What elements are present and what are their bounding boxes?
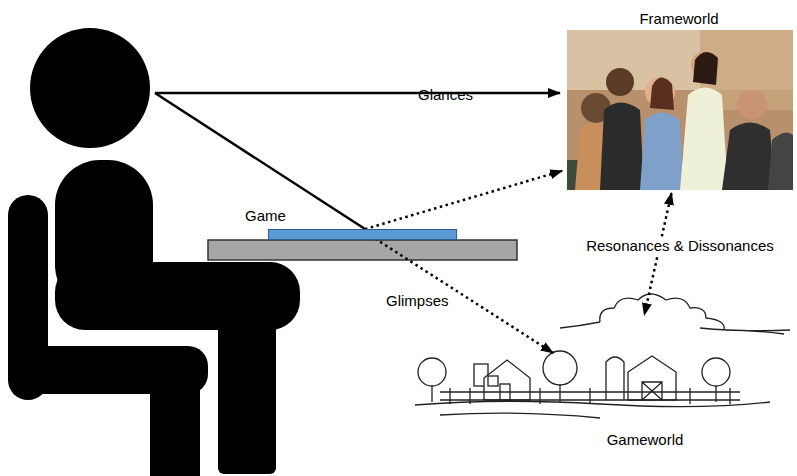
sight-line (155, 93, 365, 229)
gameworld-box: Gameworld (410, 295, 793, 465)
node-label: Gameworld (550, 431, 740, 449)
edge-label: Resonances & Dissonances (583, 237, 777, 255)
farm-drawing (415, 294, 790, 418)
game-board (268, 229, 457, 240)
node-label: Game (240, 207, 462, 225)
frameworld-photo (567, 30, 793, 190)
sight-line (155, 92, 560, 95)
table (208, 240, 517, 260)
game-box: Game (240, 207, 457, 240)
frameworld-box: Frameworld (565, 8, 793, 190)
dotted-arrow (365, 232, 553, 353)
node-label: Frameworld (565, 10, 793, 28)
edge-label: Glances (415, 86, 476, 104)
edge-label: Glimpses (383, 292, 452, 310)
dotted-arrow (365, 171, 562, 229)
